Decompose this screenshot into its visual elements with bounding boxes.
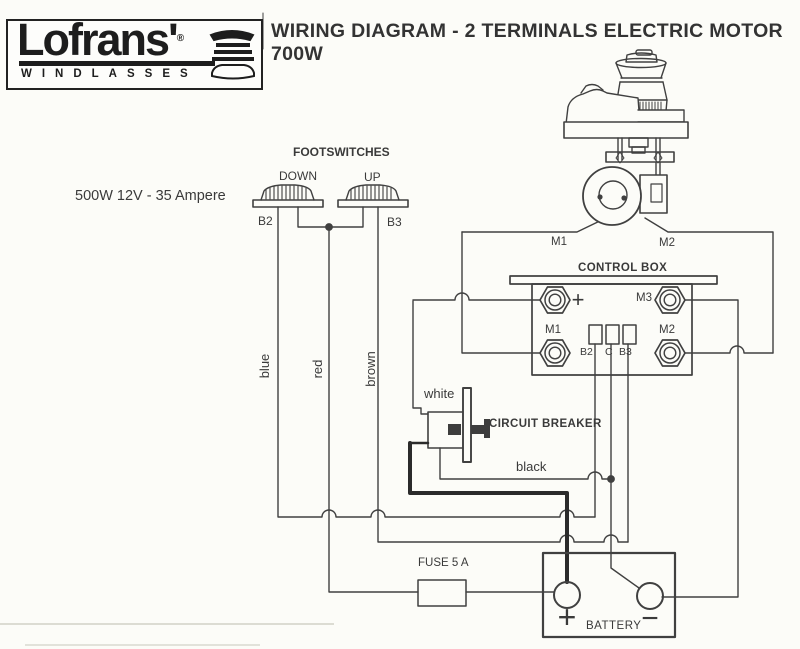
wire-c [607,343,640,589]
terminal-m1 [539,339,571,367]
wire-black-label: black [516,459,547,474]
fuse-label: FUSE 5 A [418,557,469,569]
fuse-icon [417,579,467,607]
wire-m3 [661,299,739,598]
terminal-m3 [654,286,686,314]
spec-label: 500W 12V - 35 Ampere [75,188,226,204]
lofrans-logo: Lofrans'® WINDLASSES [6,14,263,90]
wire-white-label: white [424,386,455,401]
battery-icon [541,551,677,639]
motor-m2-label: M2 [659,237,675,249]
wire-footswitch-common [297,206,364,231]
scan-artifact-line [25,644,260,646]
wire-black [439,447,612,480]
wire-m2 [684,345,774,354]
battery-minus-label: − [641,602,659,635]
wire-m1-m2-baseline [461,217,774,354]
logo-divider [19,61,215,66]
wire-m1 [461,231,541,354]
footswitch-up-icon [337,184,409,208]
cb-b2-label: B2 [580,346,593,358]
down-label: DOWN [279,169,317,183]
circuit-breaker-icon [427,387,490,463]
wire-plus-white [412,292,541,415]
logo-brand-text: Lofrans'® [17,14,185,65]
cb-m3-label: M3 [636,292,652,304]
cb-c-label: C [605,346,613,358]
wire-red-label: red [309,359,325,379]
cb-m2-label: M2 [659,324,675,336]
battery-plus-label: + [557,599,577,635]
scan-artifact-line [0,623,334,625]
cb-plus-label: + [571,287,585,312]
footswitch-down-icon [252,184,324,208]
cb-m1-label: M1 [545,324,561,336]
logo-windlass-icon [209,30,255,80]
registered-mark: ® [176,33,185,44]
motor-m1-label: M1 [551,236,567,248]
control-box-outline [509,275,718,376]
cb-b3-label: B3 [619,346,632,358]
terminal-m2 [654,339,686,367]
spade-terminals [588,324,637,345]
wire-blue [277,206,596,518]
up-label: UP [364,170,381,184]
wire-red [328,226,555,593]
control-box-title: CONTROL BOX [578,262,668,274]
footswitch-b3-label: B3 [387,215,402,229]
wire-battery-positive [408,441,569,584]
windlass-motor-icon [461,49,774,354]
footswitches-title: FOOTSWITCHES [293,145,390,159]
terminal-plus [539,286,571,314]
wire-brown-label: brown [362,351,378,387]
battery-label: BATTERY [586,620,642,632]
wire-blue-label: blue [256,353,272,379]
logo-subtitle: WINDLASSES [21,68,198,80]
circuit-breaker-label: CIRCUIT BREAKER [489,418,602,430]
page-title: WIRING DIAGRAM - 2 TERMINALS ELECTRIC MO… [271,20,783,65]
wire-brown [377,206,629,543]
footswitch-b2-label: B2 [258,214,273,228]
